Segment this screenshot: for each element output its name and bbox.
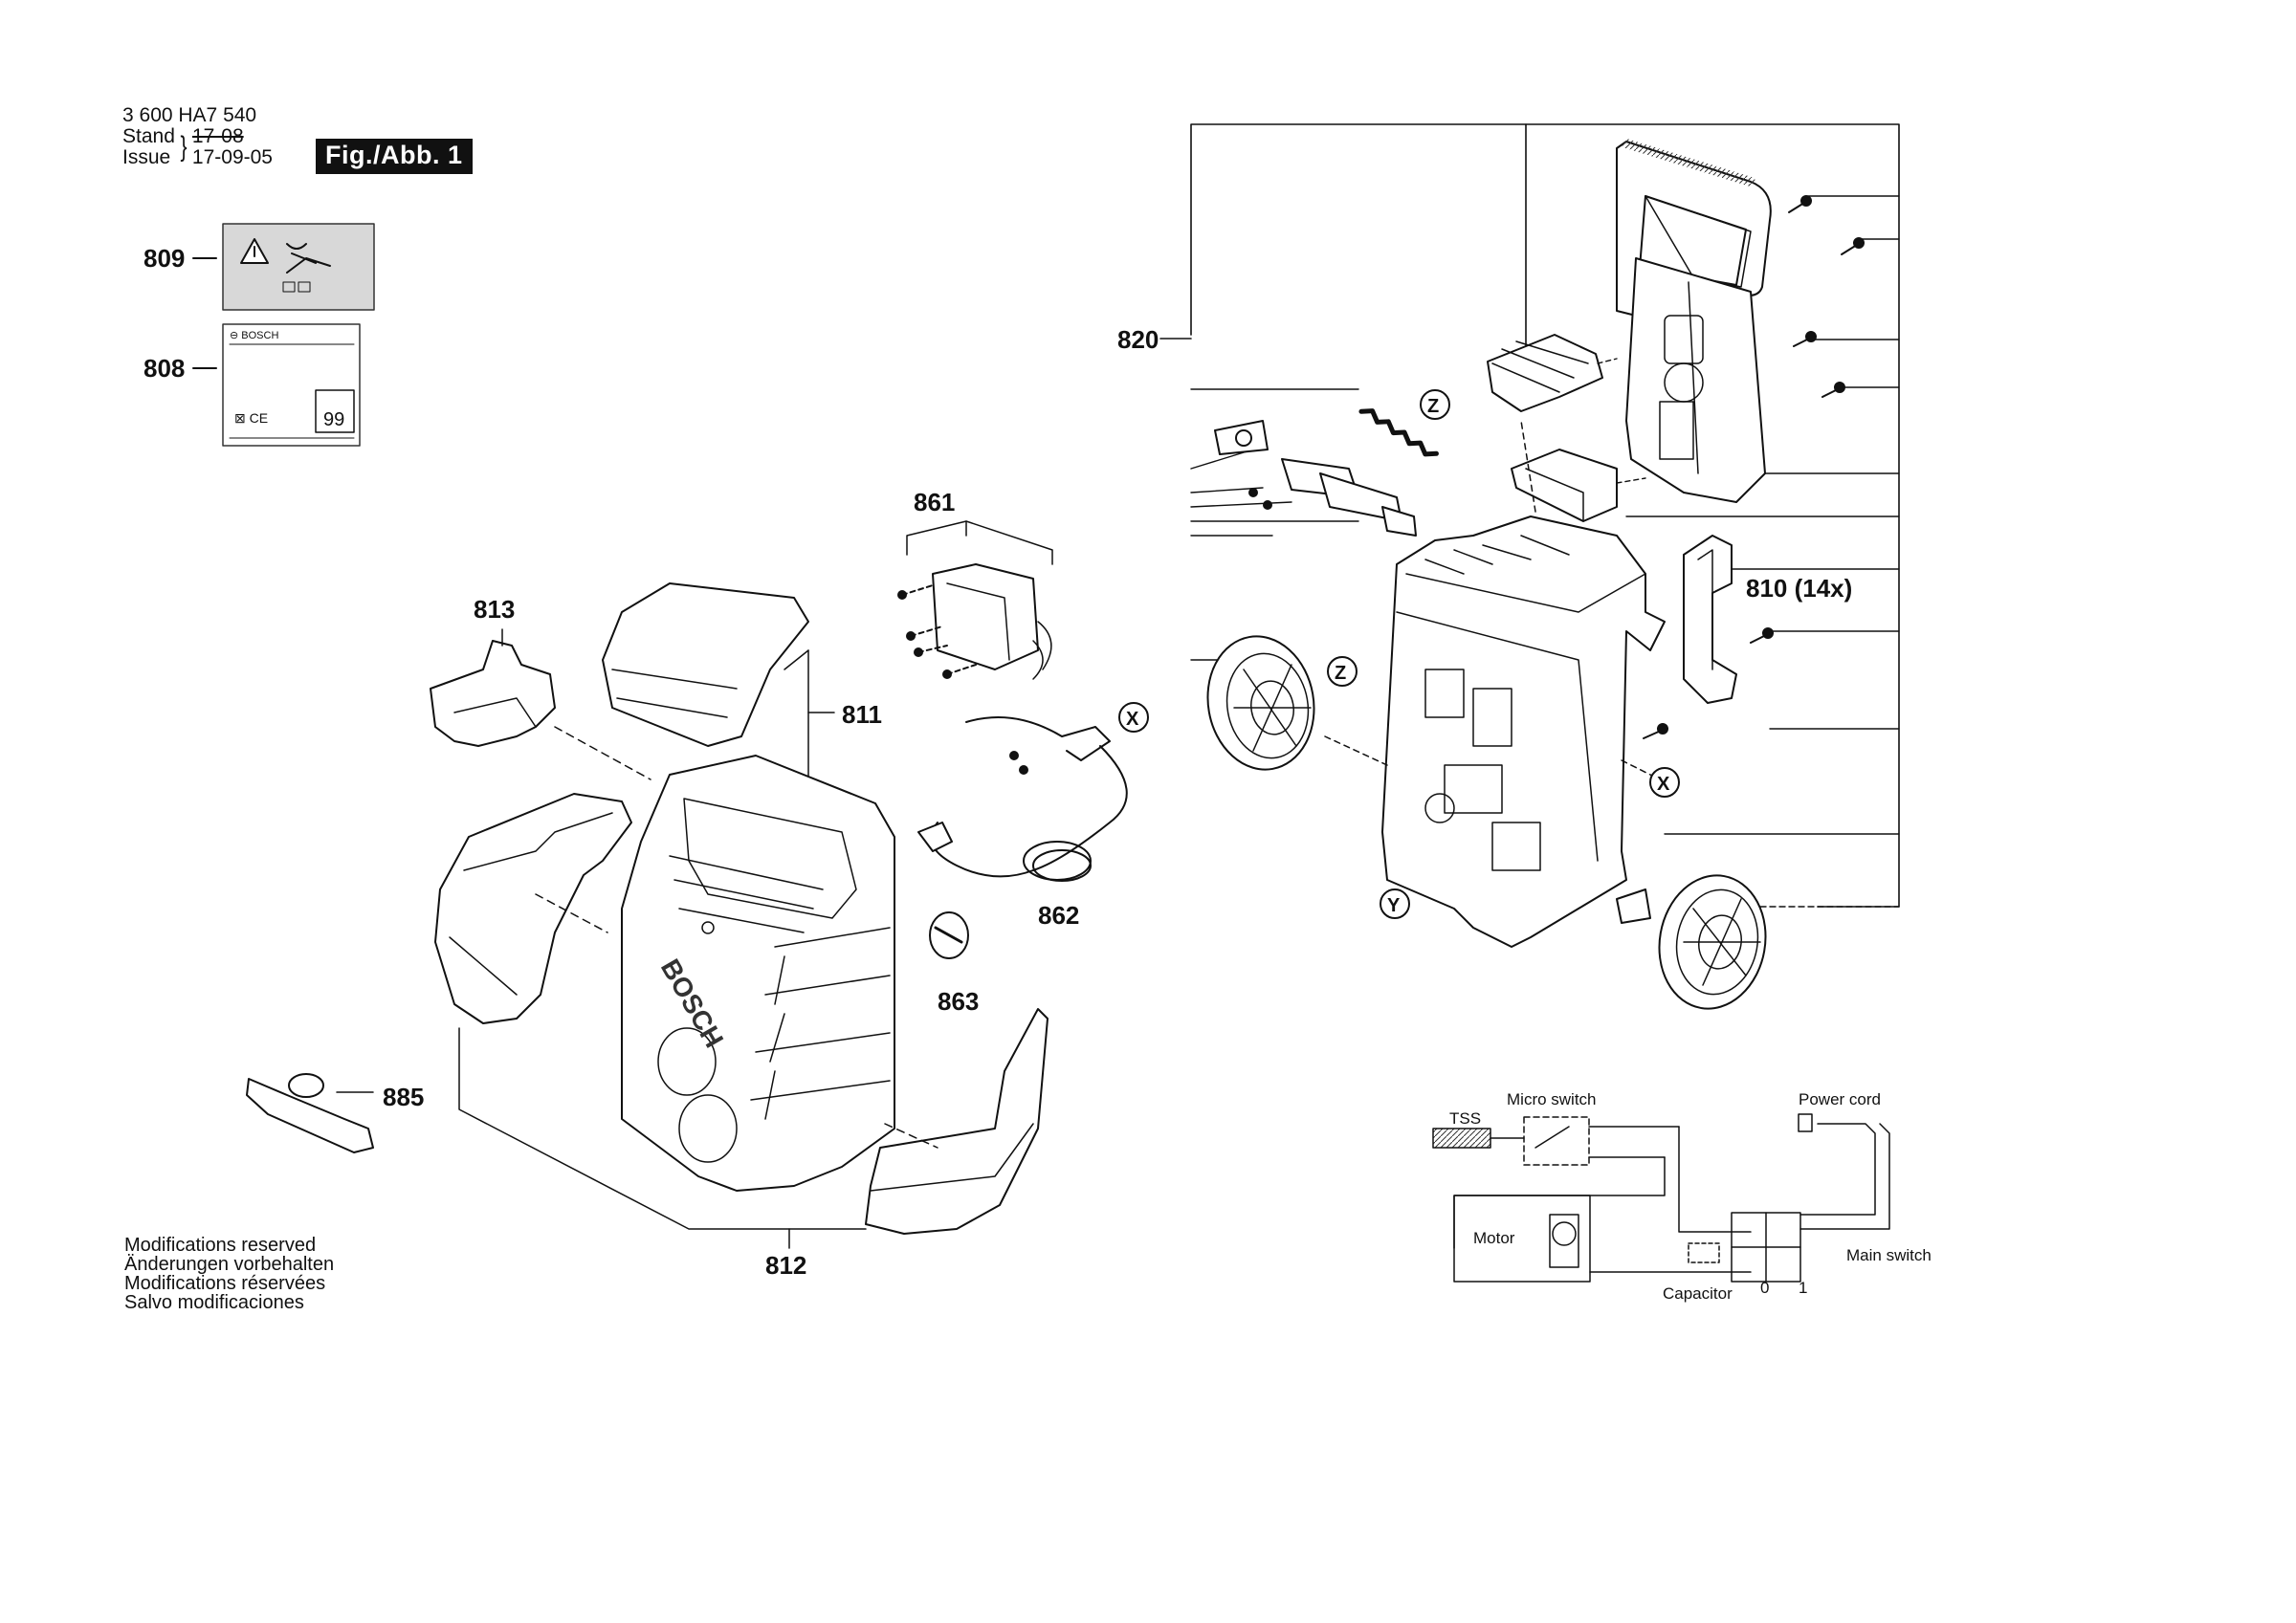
callout-812: 812: [765, 1251, 807, 1280]
svg-text:X: X: [1126, 709, 1139, 730]
svg-text:Y: Y: [1387, 895, 1401, 916]
frame-housing: [1381, 515, 1666, 948]
side-cover-left: [434, 793, 632, 1024]
marker-y-frame: Y: [1380, 888, 1410, 919]
note-es: Salvo modificaciones: [124, 1292, 304, 1313]
marker-x-cord: X: [1118, 702, 1149, 733]
front-housing: BOSCH: [621, 755, 895, 1192]
callout-863: 863: [938, 987, 980, 1016]
knob-863: [929, 911, 969, 959]
issue-value: 17-09-05: [191, 146, 273, 168]
leader-812: [458, 1027, 867, 1230]
svg-text:⊠ CE: ⊠ CE: [234, 410, 268, 426]
cord-hook-upper: [1487, 334, 1618, 412]
callout-862: 862: [1038, 901, 1080, 930]
brace-glyph: }: [180, 131, 188, 163]
hose-holder-810: [1683, 535, 1770, 704]
document-header: 3 600 HA7 540 Stand Issue } 17-08 17-09-…: [122, 105, 273, 168]
label-brand-small: ⊖ BOSCH: [230, 330, 278, 341]
part-number: 3 600 HA7 540: [122, 104, 257, 126]
bracket-813: [430, 628, 651, 780]
figure-badge: Fig./Abb. 1: [316, 139, 473, 174]
note-de: Änderungen vorbehalten: [124, 1254, 335, 1275]
modifications-notes: Modifications reserved Änderungen vorbeh…: [124, 1236, 334, 1312]
cord-hook-lower: [1511, 449, 1646, 522]
spring-part: [1358, 408, 1439, 457]
svg-text:X: X: [1657, 774, 1670, 795]
marker-x-frame: X: [1649, 767, 1680, 798]
callout-885: 885: [383, 1083, 425, 1111]
callout-813: 813: [474, 595, 516, 624]
svg-text:Z: Z: [1427, 396, 1439, 417]
circuit-motor: Motor: [1473, 1229, 1515, 1247]
circuit-pos-1: 1: [1799, 1279, 1807, 1297]
circuit-capacitor: Capacitor: [1663, 1284, 1733, 1303]
callout-808: 808: [144, 354, 186, 383]
circuit-pos-0: 0: [1760, 1279, 1769, 1297]
wheel-right: [1658, 874, 1767, 1010]
note-en: Modifications reserved: [124, 1235, 317, 1256]
handle-part: [1616, 139, 1772, 503]
callout-809: 809: [144, 244, 186, 273]
label-99-text: 99: [323, 409, 344, 430]
marker-z-frame: Z: [1327, 656, 1358, 687]
warning-label-809: [222, 223, 375, 311]
wheel-left: [1206, 635, 1315, 771]
circuit-power-cord: Power cord: [1799, 1090, 1881, 1108]
switch-assembly-861: [897, 520, 1053, 680]
stand-value: 17-08: [191, 125, 244, 147]
callout-820: 820: [1117, 325, 1159, 354]
bottom-cover-right: [865, 1008, 1049, 1235]
circuit-main-switch: Main switch: [1846, 1246, 1932, 1264]
circuit-micro-switch: Micro switch: [1507, 1090, 1597, 1108]
valve-parts: [1214, 420, 1417, 537]
stand-label: Stand: [122, 125, 175, 147]
note-fr: Modifications réservées: [124, 1273, 326, 1294]
lance-885: [246, 1073, 374, 1153]
marker-z-top: Z: [1420, 389, 1450, 420]
power-cord-862: [917, 716, 1128, 882]
svg-text:Z: Z: [1335, 663, 1346, 684]
wiring-diagram: TSS Micro switch Power cord Motor Main s…: [1432, 1090, 1932, 1303]
rating-label-808: 99 ⊠ CE ⊖ BOSCH: [222, 323, 361, 447]
callout-811: 811: [842, 700, 882, 729]
circuit-tss: TSS: [1449, 1109, 1481, 1128]
callout-810: 810 (14x): [1746, 574, 1853, 603]
issue-label: Issue: [122, 146, 171, 168]
revision-block: Stand Issue } 17-08 17-09-05: [122, 126, 273, 168]
callout-861: 861: [914, 488, 956, 516]
